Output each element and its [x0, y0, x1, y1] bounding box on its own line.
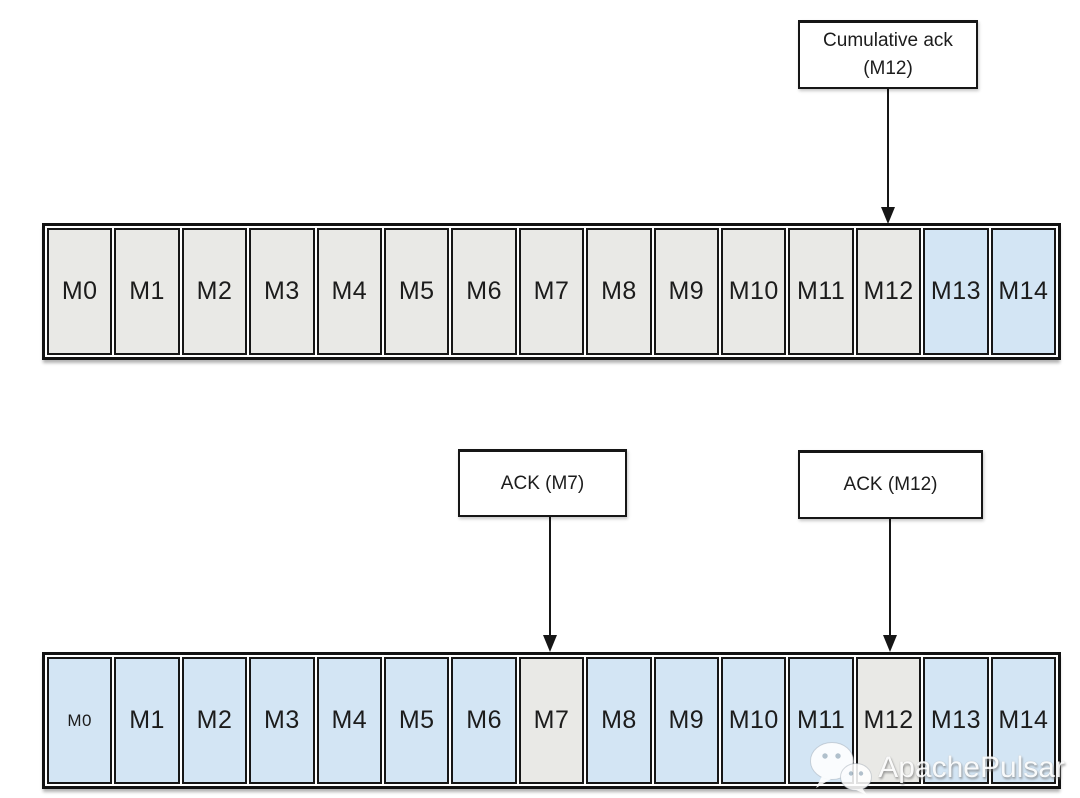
ack-m7-arrow — [543, 517, 557, 652]
cumulative-ack-row: M0 M1 M2 M3 M4 M5 M6 M7 M8 M9 M10 M11 M1… — [42, 223, 1061, 360]
cumulative-ack-arrow — [881, 89, 895, 224]
message-cell: M3 — [249, 657, 315, 784]
ack-m12-label: ACK (M12) — [843, 474, 938, 496]
message-cell: M14 — [990, 657, 1057, 784]
message-cell: M10 — [721, 228, 787, 355]
message-cell: M3 — [249, 228, 315, 355]
message-cell: M12 — [855, 228, 922, 355]
message-cell: M6 — [451, 228, 517, 355]
message-cell: M14 — [990, 228, 1057, 355]
message-cell: M5 — [384, 228, 450, 355]
ack-m7-label: ACK (M7) — [500, 472, 585, 494]
message-cell: M4 — [316, 228, 383, 355]
message-cell: M8 — [586, 657, 652, 784]
cumulative-ack-label-line1: Cumulative ack — [823, 30, 953, 52]
message-cell: M10 — [721, 657, 787, 784]
message-cell: M2 — [181, 228, 248, 355]
cumulative-ack-label-line2: (M12) — [863, 58, 913, 79]
message-cell: M7 — [518, 228, 585, 355]
message-cell: M1 — [114, 657, 180, 784]
message-cell: M1 — [114, 228, 180, 355]
message-cell: M4 — [316, 657, 383, 784]
message-cell: M5 — [384, 657, 450, 784]
individual-ack-row: M0 M1 M2 M3 M4 M5 M6 M7 M8 M9 M10 M11 M1… — [42, 652, 1061, 789]
message-cell: M12 — [855, 657, 922, 784]
message-cell: M9 — [653, 657, 720, 784]
message-cell: M13 — [923, 228, 989, 355]
ack-m12-label-box: ACK (M12) — [798, 450, 983, 519]
message-cell: M0 — [47, 657, 113, 784]
message-cell: M6 — [451, 657, 517, 784]
cumulative-ack-label-box: Cumulative ack (M12) — [798, 20, 978, 89]
message-cell: M11 — [788, 228, 854, 355]
message-cell: M8 — [586, 228, 652, 355]
message-cell: M7 — [518, 657, 585, 784]
wechat-icon — [810, 742, 873, 795]
message-cell: M9 — [653, 228, 720, 355]
message-cell: M2 — [181, 657, 248, 784]
message-cell: M13 — [923, 657, 989, 784]
watermark-text: ApachePulsar — [878, 751, 1065, 784]
message-cell: M0 — [47, 228, 113, 355]
ack-m7-label-box: ACK (M7) — [458, 449, 627, 517]
ack-m12-arrow — [883, 519, 897, 652]
watermark: ApachePulsar — [807, 740, 1065, 796]
